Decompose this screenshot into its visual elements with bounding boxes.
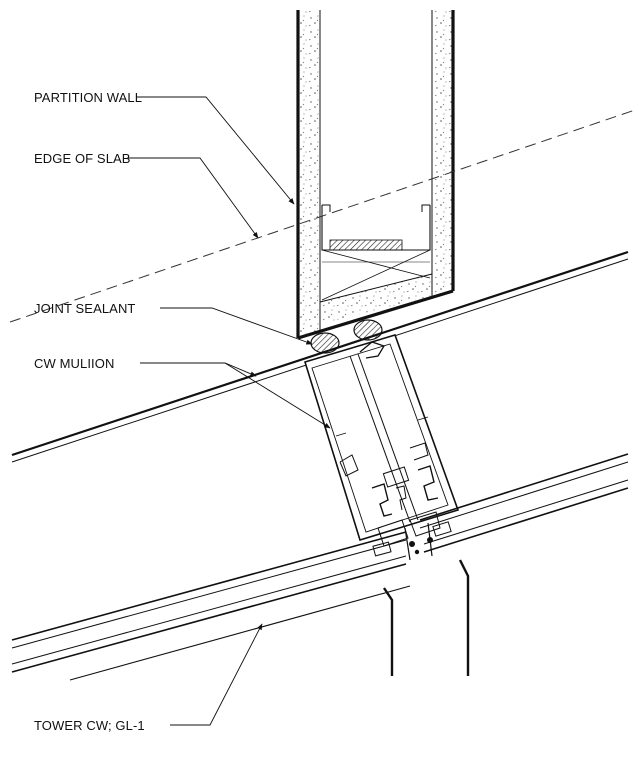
joint-sealant xyxy=(310,319,383,354)
glazing-unit-left xyxy=(11,531,411,681)
leader-lines xyxy=(128,96,331,726)
partition-wall xyxy=(296,10,455,340)
label-edge-of-slab: EDGE OF SLAB xyxy=(34,151,131,166)
label-partition-wall: PARTITION WALL xyxy=(34,90,142,105)
exterior-cap-lines xyxy=(383,559,470,676)
cw-mullion xyxy=(303,334,460,561)
label-tower-cw: TOWER CW; GL-1 xyxy=(34,718,145,733)
label-joint-sealant: JOINT SEALANT xyxy=(34,301,135,316)
glazing-unit-right xyxy=(419,453,629,553)
edge-of-slab-line xyxy=(9,109,636,323)
label-cw-mullion: CW MULIION xyxy=(34,356,114,371)
